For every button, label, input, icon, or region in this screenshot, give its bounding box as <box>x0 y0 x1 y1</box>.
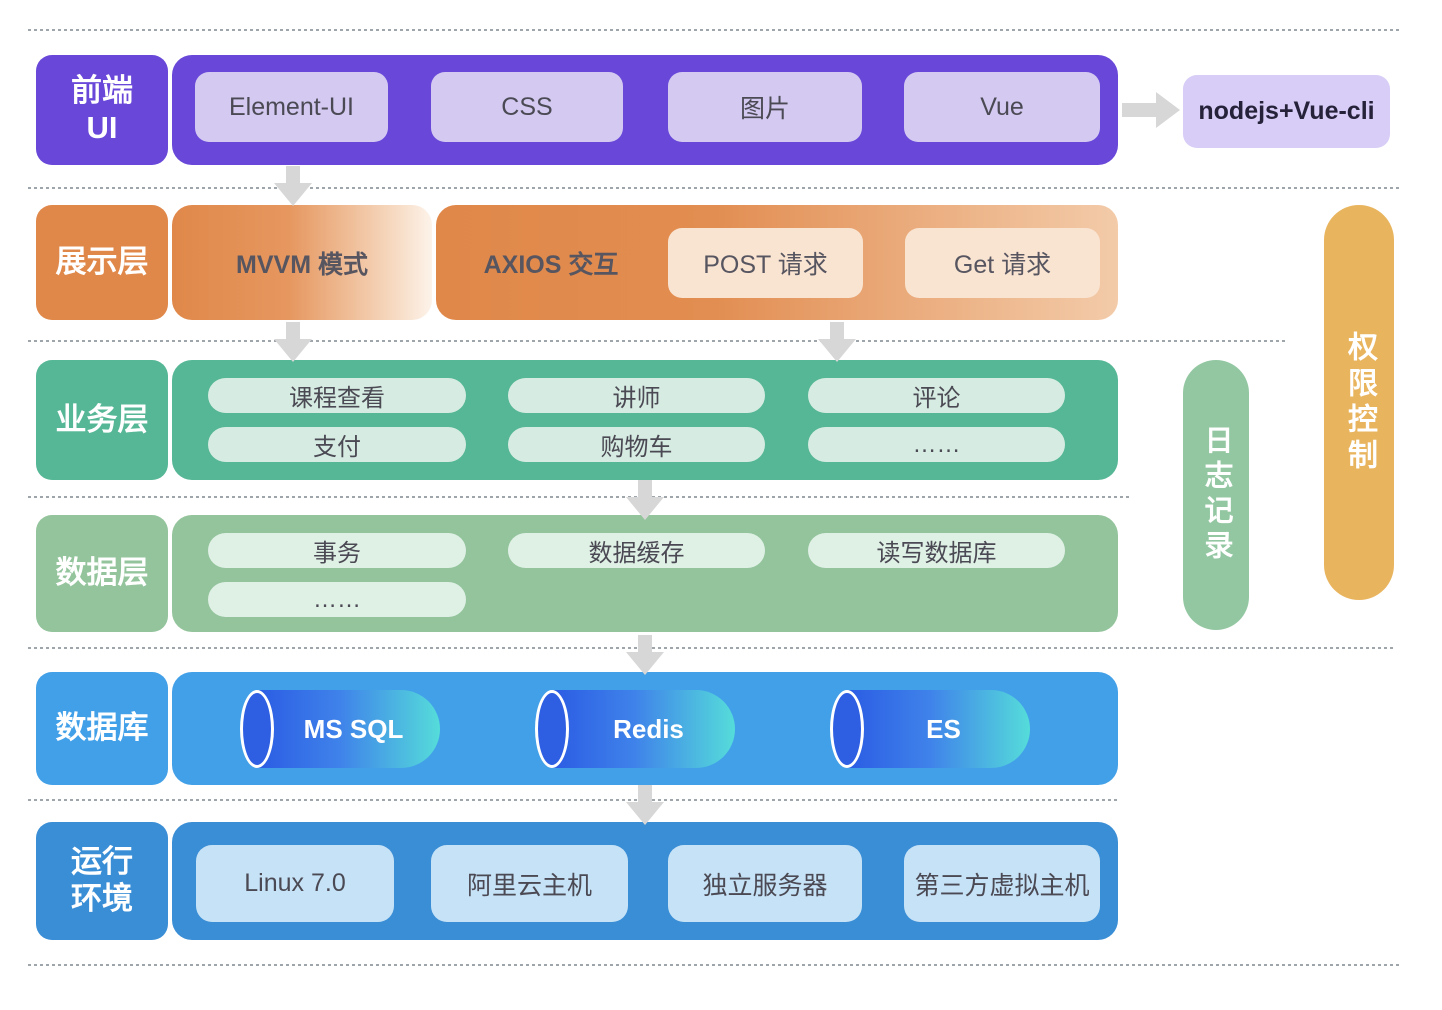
axios-label: AXIOS 交互 <box>483 250 619 279</box>
runtime-layer-label: 运行 环境 <box>36 822 168 940</box>
presentation-layer-label: 展示层 <box>36 205 168 320</box>
chip-lecturer: 讲师 <box>508 378 765 413</box>
chip-cart: 购物车 <box>508 427 765 462</box>
cylinder-es-cap-icon <box>830 690 864 768</box>
arrow-down-icon <box>626 480 664 520</box>
data-layer-label: 数据层 <box>36 515 168 632</box>
chip-db-read-write: 读写数据库 <box>808 533 1065 568</box>
cylinder-ms-sql-cap-icon <box>240 690 274 768</box>
chip-image: 图片 <box>668 72 862 142</box>
divider-frontend-presentation <box>28 187 1402 189</box>
chip-nodejs-vue-cli: nodejs+Vue-cli <box>1183 75 1390 148</box>
chip-css: CSS <box>431 72 623 142</box>
chip-aliyun-host: 阿里云主机 <box>431 845 628 922</box>
chip-data-cache: 数据缓存 <box>508 533 765 568</box>
divider-top <box>28 29 1402 31</box>
mvvm-box: MVVM 模式 <box>172 205 432 320</box>
permission-control-pill: 权限控制 <box>1324 205 1394 600</box>
chip-comment: 评论 <box>808 378 1065 413</box>
arrow-down-icon <box>818 322 856 362</box>
chip-data-more: …… <box>208 582 466 617</box>
arrow-down-icon <box>274 166 312 206</box>
divider-data-database <box>28 647 1396 649</box>
cylinder-ms-sql: MS SQL <box>257 690 440 768</box>
chip-payment: 支付 <box>208 427 466 462</box>
database-layer-label: 数据库 <box>36 672 168 785</box>
arrow-down-icon <box>626 785 664 825</box>
cylinder-es: ES <box>847 690 1030 768</box>
chip-vue: Vue <box>904 72 1100 142</box>
chip-get-request: Get 请求 <box>905 228 1100 298</box>
chip-transaction: 事务 <box>208 533 466 568</box>
arrow-down-icon <box>626 635 664 675</box>
cylinder-redis: Redis <box>552 690 735 768</box>
divider-business-data <box>28 496 1132 498</box>
arrow-down-icon <box>274 322 312 362</box>
chip-business-more: …… <box>808 427 1065 462</box>
divider-presentation-business <box>28 340 1286 342</box>
chip-third-party-vm: 第三方虚拟主机 <box>904 845 1100 922</box>
chip-linux: Linux 7.0 <box>196 845 394 922</box>
log-record-pill: 日志记录 <box>1183 360 1249 630</box>
chip-element-ui: Element-UI <box>195 72 388 142</box>
chip-dedicated-server: 独立服务器 <box>668 845 862 922</box>
arrow-right-icon <box>1122 92 1180 128</box>
chip-post-request: POST 请求 <box>668 228 863 298</box>
frontend-layer-label: 前端 UI <box>36 55 168 165</box>
divider-database-runtime <box>28 799 1118 801</box>
chip-course-view: 课程查看 <box>208 378 466 413</box>
business-layer-label: 业务层 <box>36 360 168 480</box>
mvvm-label: MVVM 模式 <box>236 250 368 279</box>
divider-bottom <box>28 964 1402 966</box>
cylinder-redis-cap-icon <box>535 690 569 768</box>
